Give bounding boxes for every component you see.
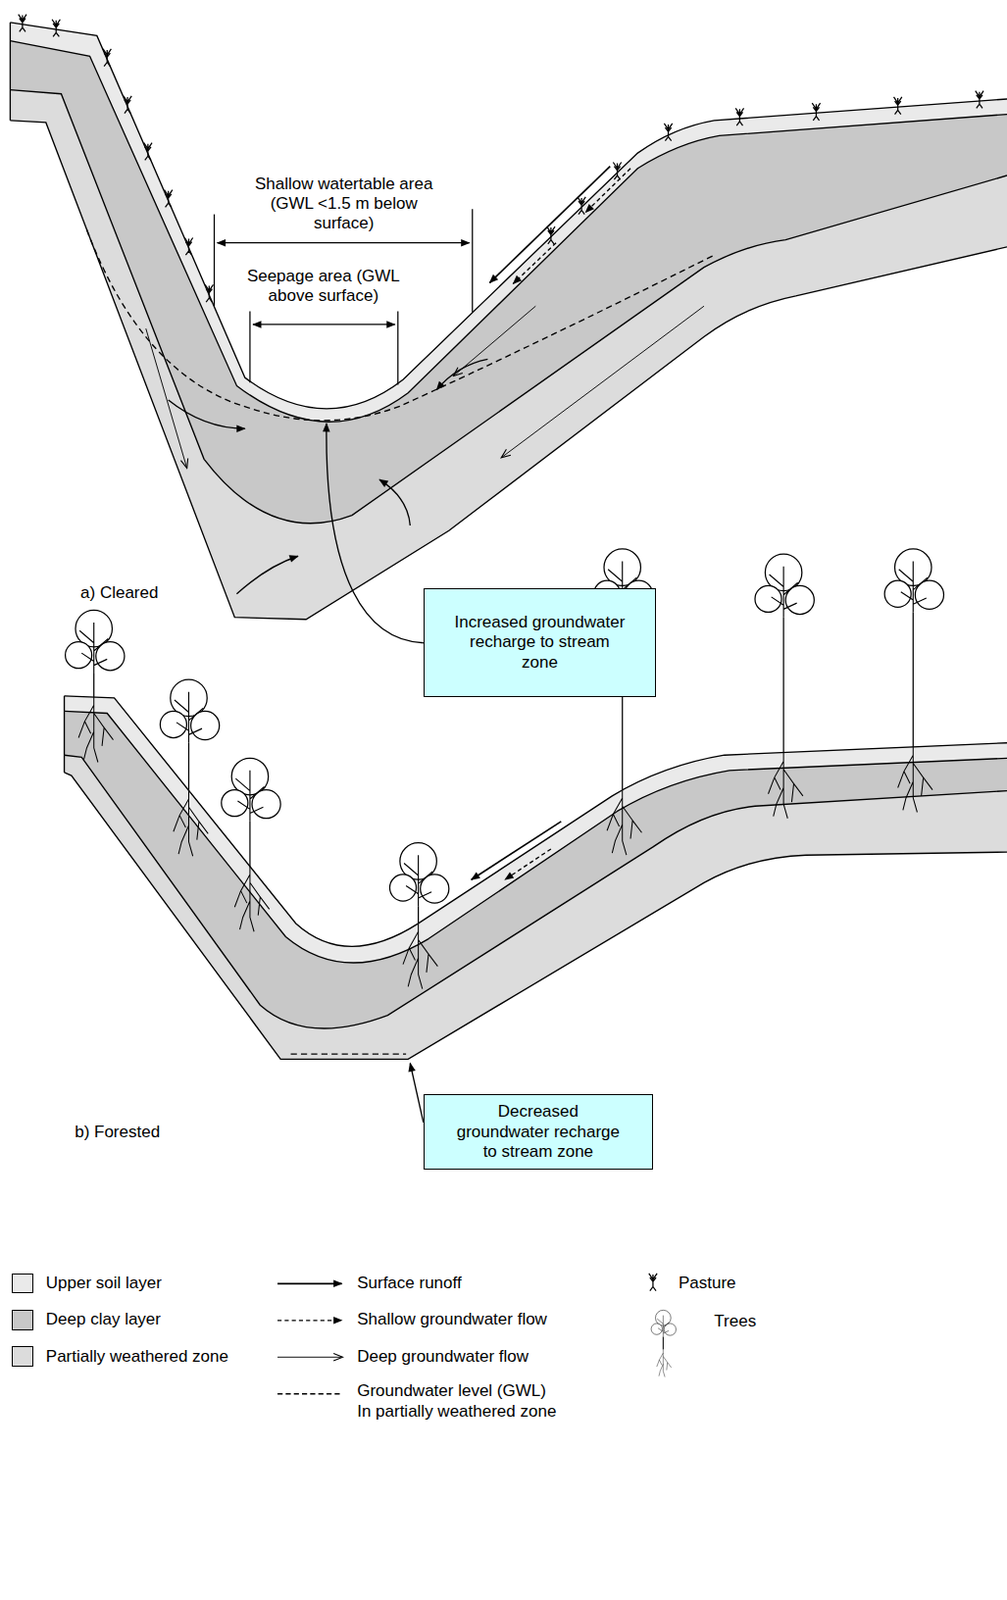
area-label: Seepage area (GWL above surface) <box>242 266 404 307</box>
callout-box: Decreased groundwater recharge to stream… <box>423 1094 654 1170</box>
flow-arrows <box>146 166 705 595</box>
legend-text: Trees <box>713 1311 756 1332</box>
callout-leader <box>409 1063 424 1123</box>
callout-text: Decreased groundwater recharge to stream… <box>453 1102 623 1162</box>
panel-label: a) Cleared <box>80 583 158 604</box>
legend-swatch <box>11 1309 34 1331</box>
cleared-soil-profile <box>9 14 1007 644</box>
flow-arrows <box>471 821 562 880</box>
legend-text: Pasture <box>678 1273 737 1294</box>
forested-soil-profile <box>64 549 1007 1123</box>
legend-text: Partially weathered zone <box>46 1347 229 1367</box>
legend-text: Groundwater level (GWL) In partially wea… <box>356 1381 560 1422</box>
weathered-zone <box>9 22 1007 620</box>
legend-swatch <box>11 1273 34 1295</box>
callout-box: Increased groundwater recharge to stream… <box>423 588 656 697</box>
upper-soil-layer <box>9 22 1007 422</box>
groundwater-level <box>291 1053 407 1055</box>
clay-layer <box>64 696 1007 1029</box>
legend-text: Deep groundwater flow <box>356 1347 529 1367</box>
legend-text: Surface runoff <box>356 1273 461 1294</box>
layer-outlines <box>64 696 1007 1060</box>
groundwater-level <box>86 229 714 421</box>
legend-samples <box>277 1273 676 1395</box>
pasture-symbols <box>18 14 984 303</box>
legend-text: Deep clay layer <box>46 1309 161 1330</box>
callout-text: Increased groundwater recharge to stream… <box>452 612 628 673</box>
weathered-zone <box>64 696 1007 1060</box>
layer-outlines <box>9 22 1007 620</box>
callout-leader <box>326 423 424 644</box>
area-dimension-lines <box>214 208 473 385</box>
tree-symbols <box>65 549 945 990</box>
area-label: Shallow watertable area (GWL <1.5 m belo… <box>238 174 450 235</box>
legend-swatch <box>11 1346 34 1367</box>
clay-layer <box>9 22 1007 524</box>
panel-label: b) Forested <box>74 1122 160 1143</box>
legend-text: Upper soil layer <box>46 1273 162 1294</box>
legend-text: Shallow groundwater flow <box>356 1309 548 1330</box>
